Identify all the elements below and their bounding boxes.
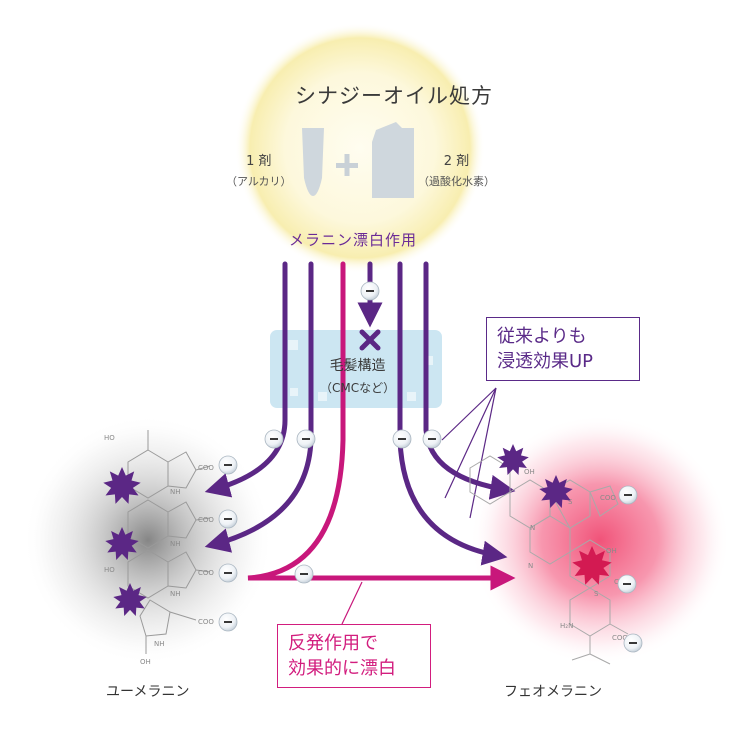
minus-charge-icon (218, 455, 238, 475)
hair-structure-sub: （CMCなど） (320, 381, 396, 395)
pheomelanin-group: OH (524, 468, 535, 476)
penetration-arrows-left (204, 261, 314, 553)
pheomelanin-group: S (568, 498, 573, 506)
reaction-callout-line1: 反発作用で (288, 633, 378, 654)
eumelanin-group: NH (154, 640, 165, 648)
minus-charge-icon (360, 281, 380, 301)
starburst-icons (103, 444, 612, 616)
eumelanin-group: NH (170, 488, 181, 496)
plus-icon (336, 154, 358, 176)
eumelanin-group-labels: HO HO COO COO COO COO OH NH NH NH NH (104, 434, 214, 666)
minus-charge-icon (296, 429, 316, 449)
pheomelanin-group: H₂N (560, 622, 573, 630)
starburst-icon (539, 475, 573, 508)
diagram-title: シナジーオイル処方 (295, 84, 493, 108)
penetration-callout-line2: 浸透効果UP (497, 351, 594, 372)
minus-charge-icon (218, 612, 238, 632)
formula-glow (235, 23, 485, 273)
minus-charge-icon (617, 574, 637, 594)
starburst-icon (113, 583, 147, 616)
starburst-icon (105, 527, 139, 560)
pheomelanin-group: N (528, 562, 533, 570)
eumelanin-group: HO (104, 566, 115, 574)
repulsion-arrow (247, 261, 516, 591)
agent2-label-block: 2 剤 （過酸化水素） (418, 152, 495, 192)
minus-charge-icon (618, 485, 638, 505)
eumelanin-group: COO (198, 618, 214, 626)
minus-charge-icon (218, 563, 238, 583)
agent1-label: 1 剤 (246, 154, 272, 169)
minus-charge-icon (264, 429, 284, 449)
tube-icon (302, 128, 324, 196)
charge-bubbles (218, 281, 643, 653)
reaction-callout: 反発作用で 効果的に漂白 (277, 624, 431, 688)
agent2-sub: （過酸化水素） (418, 175, 495, 188)
agent2-label: 2 剤 (443, 154, 470, 169)
pheomelanin-group: COO (600, 494, 616, 502)
minus-charge-icon (422, 429, 442, 449)
minus-charge-icon (623, 633, 643, 653)
bottle-icon (372, 122, 414, 198)
agent1-label-block: 1 剤 （アルカリ） (226, 152, 292, 192)
pheomelanin-group: N (530, 524, 535, 532)
starburst-icon (103, 467, 141, 504)
pheomelanin-label: フェオメラニン (504, 684, 602, 700)
agent1-sub: （アルカリ） (226, 175, 292, 188)
minus-charge-icon (294, 564, 314, 584)
pheomelanin-glow (470, 415, 730, 665)
melanin-bleach-label: メラニン漂白作用 (289, 231, 418, 249)
penetration-callout-line1: 従来よりも (497, 326, 587, 347)
penetration-callout: 従来よりも 浸透効果UP (486, 317, 640, 381)
eumelanin-group: NH (170, 540, 181, 548)
eumelanin-group: COO (198, 516, 214, 524)
eumelanin-group: OH (140, 658, 151, 666)
hair-structure-label-block: 毛髪構造 （CMCなど） (320, 355, 395, 399)
starburst-icon (572, 546, 612, 585)
eumelanin-label: ユーメラニン (106, 684, 190, 700)
pheomelanin-group: COO (612, 634, 628, 642)
eumelanin-group: COO (198, 464, 214, 472)
cross-icon (359, 329, 381, 351)
pheomelanin-structure (469, 455, 629, 665)
minus-charge-icon (218, 509, 238, 529)
minus-charge-icon (392, 429, 412, 449)
reaction-callout-line2: 効果的に漂白 (288, 658, 396, 679)
eumelanin-group: NH (170, 590, 181, 598)
eumelanin-group: HO (104, 434, 115, 442)
eumelanin-structure (127, 430, 211, 654)
hair-structure-label: 毛髪構造 (329, 358, 386, 374)
eumelanin-group: COO (198, 569, 214, 577)
pheomelanin-group: S (594, 590, 599, 598)
penetration-callout-leaders (441, 387, 497, 519)
reaction-callout-leader (341, 581, 363, 625)
starburst-icon (497, 444, 529, 475)
pheomelanin-group: OH (606, 547, 617, 555)
